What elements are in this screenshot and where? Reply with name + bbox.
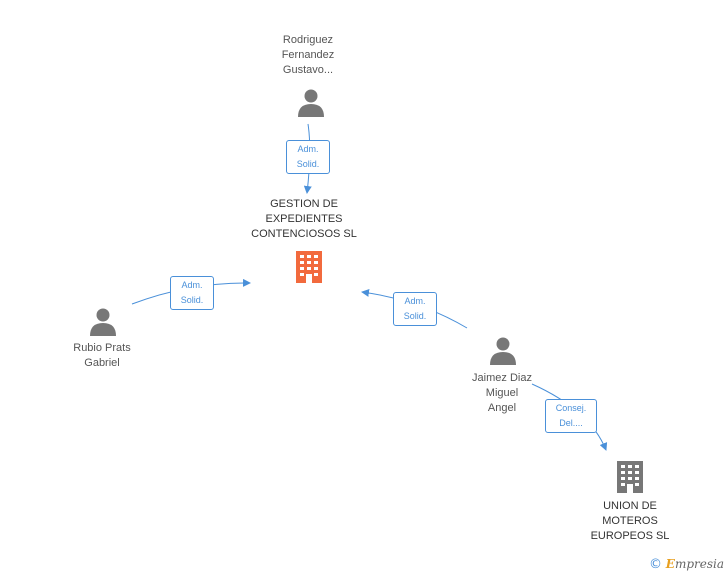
node-rubio[interactable]: Rubio Prats Gabriel (50, 341, 154, 371)
empresia-logo: © Empresia (649, 557, 724, 572)
node-union[interactable]: UNION DE MOTEROS EUROPEOS SL (578, 499, 682, 544)
building-icon (296, 251, 322, 283)
person-icon (298, 89, 324, 117)
person-icon (490, 337, 516, 365)
edge-label-rodriguez-gestion[interactable]: Adm. Solid. (286, 140, 330, 174)
building-icon (617, 461, 643, 493)
node-union-label: UNION DE MOTEROS EUROPEOS SL (590, 500, 670, 542)
copyright-icon: © (648, 557, 662, 572)
edge-label-jaimez-union[interactable]: Consej. Del.... (545, 399, 597, 433)
node-gestion-label: GESTION DE EXPEDIENTES CONTENCIOSOS SL (251, 198, 357, 240)
node-rubio-label: Rubio Prats Gabriel (73, 342, 131, 369)
brand-name: mpresia (674, 557, 724, 571)
node-rodriguez-label: Rodriguez Fernandez Gustavo... (281, 34, 335, 76)
person-icon (90, 308, 116, 336)
edge-label-jaimez-gestion[interactable]: Adm. Solid. (393, 292, 437, 326)
edge-label-rubio-gestion[interactable]: Adm. Solid. (170, 276, 214, 310)
node-jaimez[interactable]: Jaimez Diaz Miguel Angel (450, 371, 554, 416)
brand-initial: E (665, 557, 675, 571)
node-rodriguez[interactable]: Rodriguez Fernandez Gustavo... (250, 33, 366, 78)
node-gestion[interactable]: GESTION DE EXPEDIENTES CONTENCIOSOS SL (236, 197, 372, 242)
node-jaimez-label: Jaimez Diaz Miguel Angel (472, 372, 532, 414)
